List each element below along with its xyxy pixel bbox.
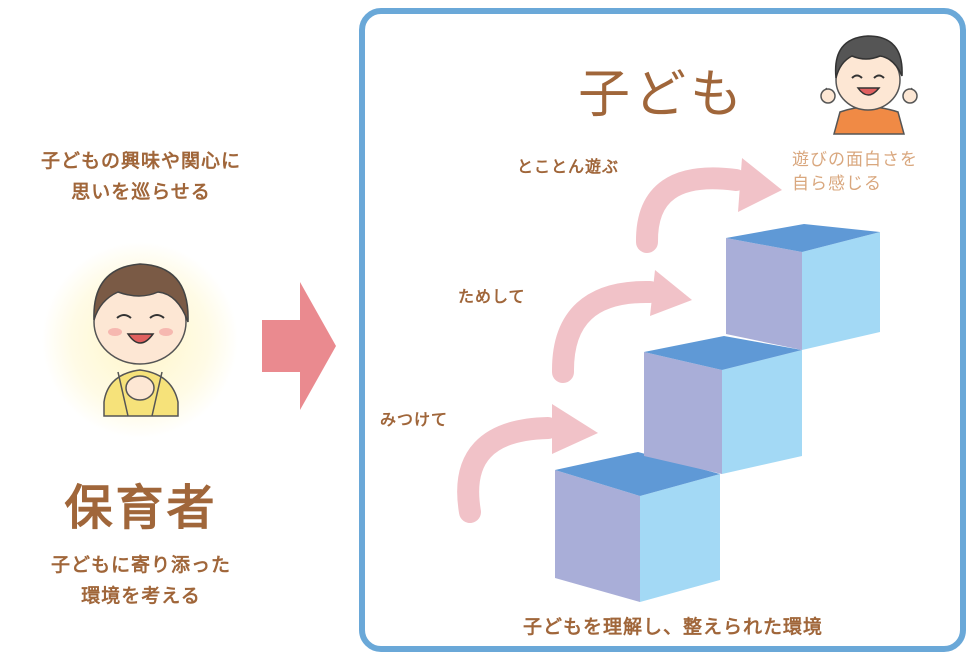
caregiver-top-caption-line2: 思いを巡らせる <box>71 181 211 203</box>
child-illustration <box>820 35 918 135</box>
environment-caption: 子どもを理解し、整えられた環境 <box>522 616 823 638</box>
curved-arrow-head <box>552 404 598 454</box>
stair-cube-middle <box>644 336 802 474</box>
stair-cube-top <box>726 224 880 350</box>
curved-arrow-icon <box>635 167 747 253</box>
caregiver-bottom-caption: 子どもに寄り添った 環境を考える <box>0 550 282 612</box>
curved-arrow-head <box>650 270 692 316</box>
result-caption: 遊びの面白さを 自ら感じる <box>792 148 918 196</box>
child-title: 子ども <box>578 65 747 125</box>
result-caption-line1: 遊びの面白さを <box>792 150 918 170</box>
step-label-play: とことん遊ぶ <box>517 157 620 176</box>
step-label-try: ためして <box>458 287 526 306</box>
big-right-arrow-icon <box>262 282 336 410</box>
curved-arrow-icon <box>457 417 559 523</box>
caregiver-illustration <box>42 242 238 438</box>
caregiver-top-caption-line1: 子どもの興味や関心に <box>40 150 241 172</box>
caregiver-bottom-caption-line2: 環境を考える <box>81 585 201 607</box>
caregiver-bottom-caption-line1: 子どもに寄り添った <box>50 554 231 576</box>
caregiver-title: 保育者 <box>64 480 218 536</box>
step-label-find: みつけて <box>380 410 449 429</box>
curved-arrow-icon <box>551 280 661 383</box>
stair-cube-bottom <box>555 452 720 602</box>
caregiver-top-caption: 子どもの興味や関心に 思いを巡らせる <box>0 146 282 208</box>
curved-arrow-head <box>738 158 782 212</box>
result-caption-line2: 自ら感じる <box>792 174 882 194</box>
